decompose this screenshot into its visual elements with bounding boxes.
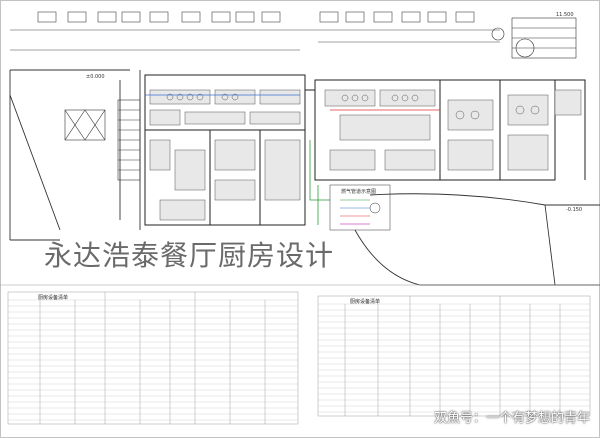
right-table xyxy=(317,295,591,417)
legend-box xyxy=(329,184,391,231)
right-curve xyxy=(354,193,600,286)
left-outline xyxy=(9,69,141,241)
right-table-rows xyxy=(318,303,590,413)
right-table-title: 厨房设备清单 xyxy=(350,299,381,305)
equipment-circles xyxy=(166,93,540,120)
top-room-row xyxy=(10,11,500,51)
elevation-label-left: ±0.000 xyxy=(86,74,105,80)
left-table-rows xyxy=(8,299,298,421)
pipes xyxy=(145,94,440,225)
level-label-top: 11.500 xyxy=(556,12,574,18)
stair-cores xyxy=(64,17,577,181)
elevation-label-right: -0.150 xyxy=(566,207,583,213)
left-table-title: 厨房设备清单 xyxy=(38,295,69,301)
legend-title: 燃气管道示意图 xyxy=(341,189,377,195)
equipment-blocks xyxy=(149,89,582,221)
drawing-title: 永达浩泰餐厅厨房设计 xyxy=(44,239,335,272)
watermark: 双魚号：一个有梦想的青年 xyxy=(433,411,590,426)
left-table xyxy=(7,291,299,425)
kitchen-walls xyxy=(144,74,586,226)
